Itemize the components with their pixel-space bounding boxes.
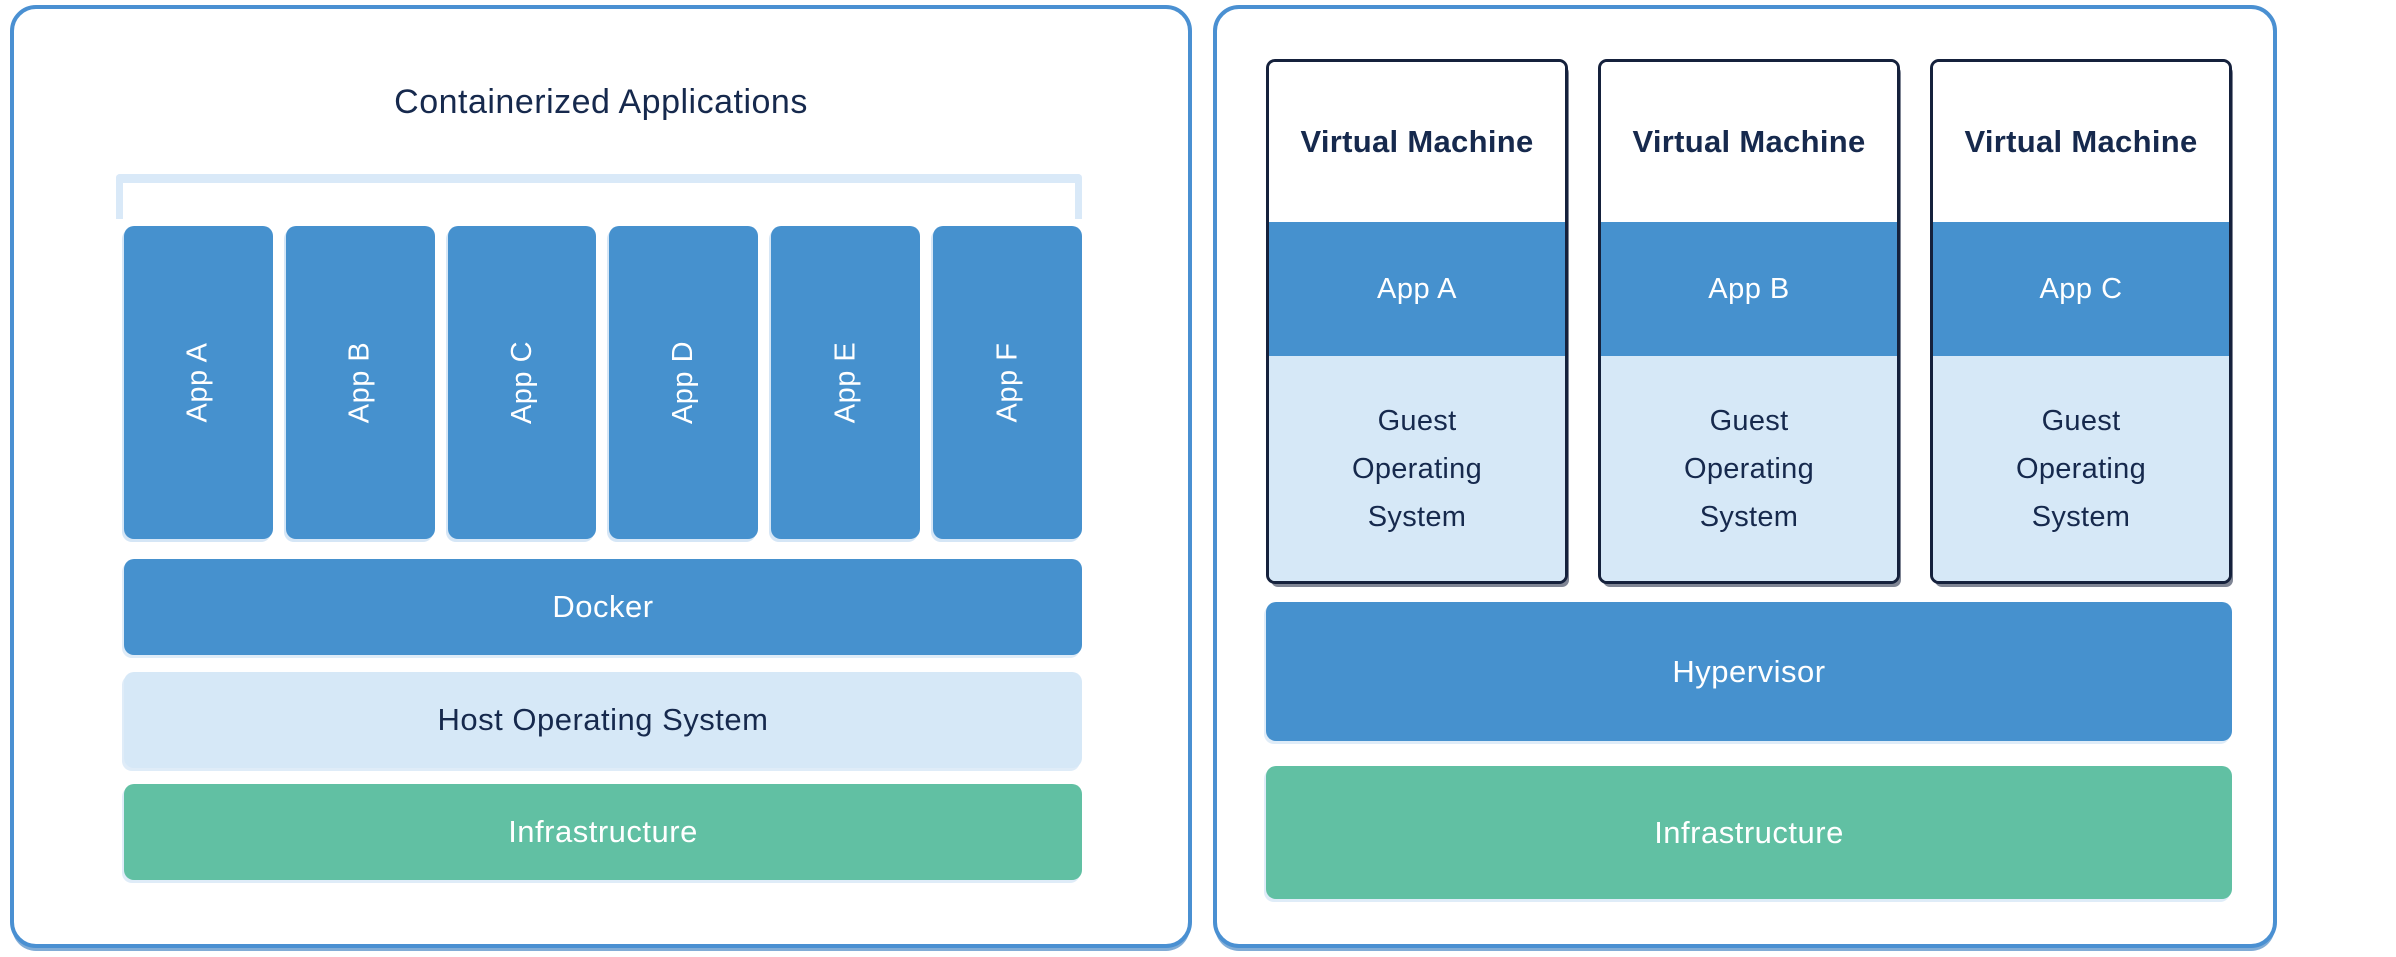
- vm-card-a-title: Virtual Machine: [1269, 62, 1565, 222]
- vm-card-b-guest-os: Guest Operating System: [1601, 356, 1897, 581]
- container-app-d-label: App D: [667, 340, 700, 425]
- vm-card-a-guest-os: Guest Operating System: [1269, 356, 1565, 581]
- host-os-layer: Host Operating System: [124, 672, 1082, 768]
- containers-panel: Containerized Applications App A App B A…: [10, 5, 1192, 948]
- container-app-a-label: App A: [181, 342, 214, 423]
- virtual-machines-panel: Virtual Machine App A Guest Operating Sy…: [1213, 5, 2277, 948]
- vm-row: Virtual Machine App A Guest Operating Sy…: [1266, 59, 2232, 584]
- container-app-b-label: App B: [343, 341, 376, 424]
- containers-panel-title: Containerized Applications: [394, 83, 808, 121]
- container-app-f-label: App F: [991, 342, 1024, 423]
- vm-card-c-title: Virtual Machine: [1933, 62, 2229, 222]
- vm-card-a-app: App A: [1269, 222, 1565, 356]
- container-app-d: App D: [609, 226, 759, 539]
- container-app-c: App C: [447, 226, 597, 539]
- container-apps-row: App A App B App C App D App E App F: [124, 226, 1082, 539]
- vm-card-c-app: App C: [1933, 222, 2229, 356]
- vm-card-a: Virtual Machine App A Guest Operating Sy…: [1266, 59, 1568, 584]
- container-app-b: App B: [285, 226, 435, 539]
- container-app-c-label: App C: [505, 340, 538, 425]
- docker-layer: Docker: [124, 559, 1082, 655]
- vm-card-b-app: App B: [1601, 222, 1897, 356]
- apps-group-bracket: [116, 174, 1082, 219]
- infrastructure-layer-left: Infrastructure: [124, 784, 1082, 880]
- container-app-a: App A: [124, 226, 273, 539]
- infrastructure-layer-right: Infrastructure: [1266, 766, 2232, 899]
- container-app-e: App E: [771, 226, 921, 539]
- vm-card-c-guest-os: Guest Operating System: [1933, 356, 2229, 581]
- vm-card-c: Virtual Machine App C Guest Operating Sy…: [1930, 59, 2232, 584]
- vm-card-b: Virtual Machine App B Guest Operating Sy…: [1598, 59, 1900, 584]
- hypervisor-layer: Hypervisor: [1266, 602, 2232, 741]
- container-app-e-label: App E: [829, 341, 862, 424]
- container-app-f: App F: [933, 226, 1082, 539]
- vm-card-b-title: Virtual Machine: [1601, 62, 1897, 222]
